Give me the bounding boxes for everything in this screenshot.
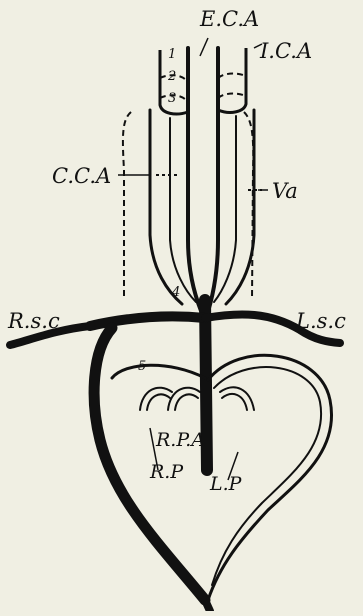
label-rpa: R.P.A — [155, 429, 205, 451]
common-carotid-right — [226, 110, 254, 304]
dashed-arch-right-2 — [218, 74, 246, 78]
label-rsc: R.s.c — [7, 309, 60, 333]
leader-eca — [200, 38, 208, 56]
arch-number-3: 3 — [168, 91, 176, 106]
arch-number-1: 1 — [168, 47, 176, 62]
pulmonary-artery-2b — [175, 394, 198, 410]
arch-number-2: 2 — [167, 69, 176, 84]
arch-number-5: 5 — [138, 359, 146, 374]
external-carotid-left — [188, 48, 204, 318]
aortic-arch-right — [90, 316, 205, 326]
pulmonary-artery-3 — [220, 387, 254, 410]
label-ica: I.C.A — [259, 39, 312, 63]
aorta-tail — [205, 600, 210, 611]
common-carotid-left — [150, 110, 182, 304]
central-trunk — [205, 300, 207, 470]
label-va: Va — [272, 179, 298, 203]
dashed-outlines — [123, 74, 262, 300]
pulmonary-artery-3b — [222, 394, 247, 410]
pulmonary-arteries — [140, 387, 254, 410]
label-lsc: L.s.c — [295, 309, 346, 333]
arch-number-4: 4 — [171, 285, 180, 300]
pulmonary-artery-1 — [140, 388, 172, 410]
pulmonary-artery-1b — [147, 394, 170, 410]
label-rp: R.P — [149, 461, 184, 483]
label-cca: C.C.A — [52, 164, 111, 188]
dashed-outline-left — [123, 112, 131, 300]
external-carotid-right — [206, 48, 218, 318]
label-eca: E.C.A — [199, 7, 259, 31]
dashed-arch-right-3 — [218, 94, 246, 98]
heart-left-upper — [112, 365, 205, 378]
label-lp: L.P — [209, 473, 243, 495]
right-cup — [218, 48, 246, 112]
pulmonary-artery-2 — [168, 388, 200, 410]
